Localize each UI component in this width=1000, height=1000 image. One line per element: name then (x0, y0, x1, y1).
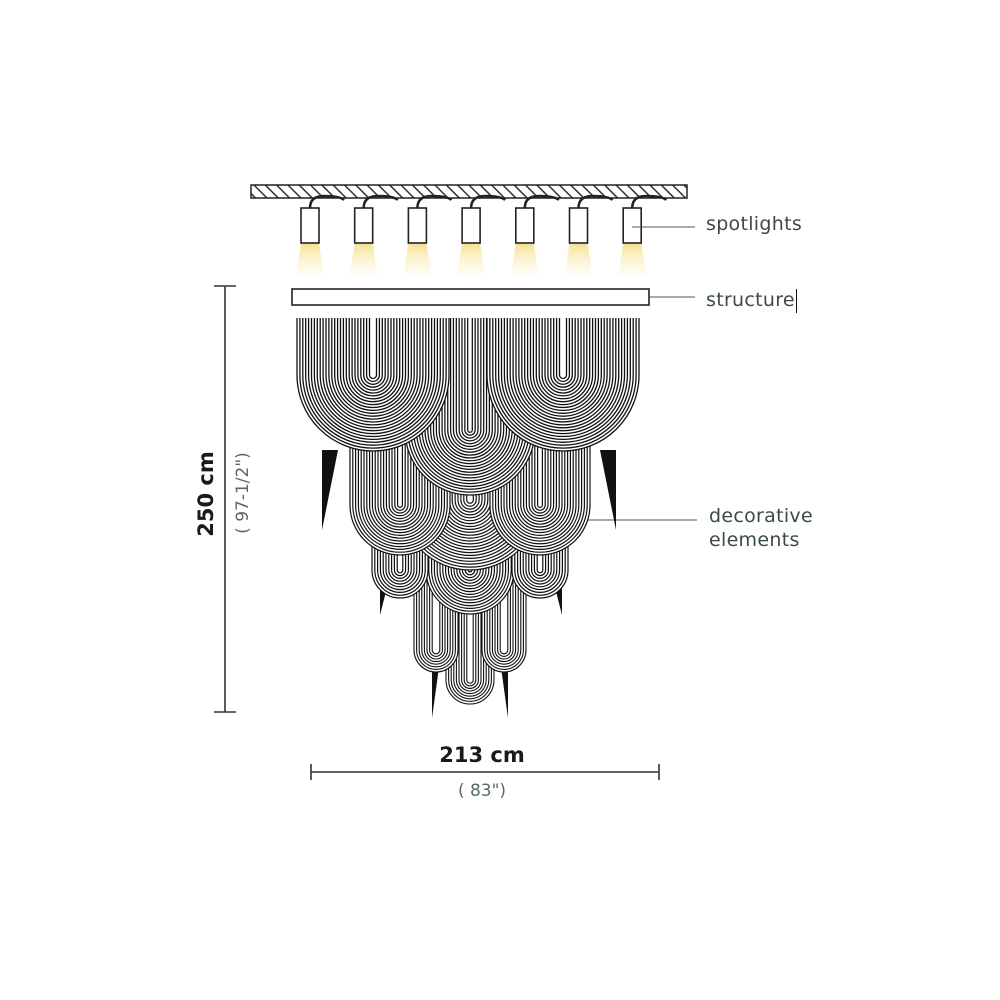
width-cm-label: 213 cm (439, 743, 525, 767)
structure-ring (291, 288, 650, 306)
height-in-label: ( 97-1/2") (233, 452, 253, 534)
spotlights-group (296, 194, 668, 276)
decorative-elements (296, 318, 640, 718)
structure-label: structure (706, 288, 798, 313)
height-dimension-line (214, 285, 236, 713)
structure-label-text: structure (706, 289, 795, 311)
decorative-elements-label: decorative elements (709, 504, 813, 552)
spotlights-label: spotlights (706, 213, 803, 235)
width-dimension-line (310, 764, 660, 780)
decorative-label-line1: decorative (709, 505, 813, 527)
width-in-label: ( 83") (457, 781, 507, 801)
height-cm-label: 250 cm (194, 451, 218, 537)
ceiling-track (250, 184, 688, 199)
text-cursor (795, 288, 798, 313)
decorative-label-line2: elements (709, 529, 800, 551)
